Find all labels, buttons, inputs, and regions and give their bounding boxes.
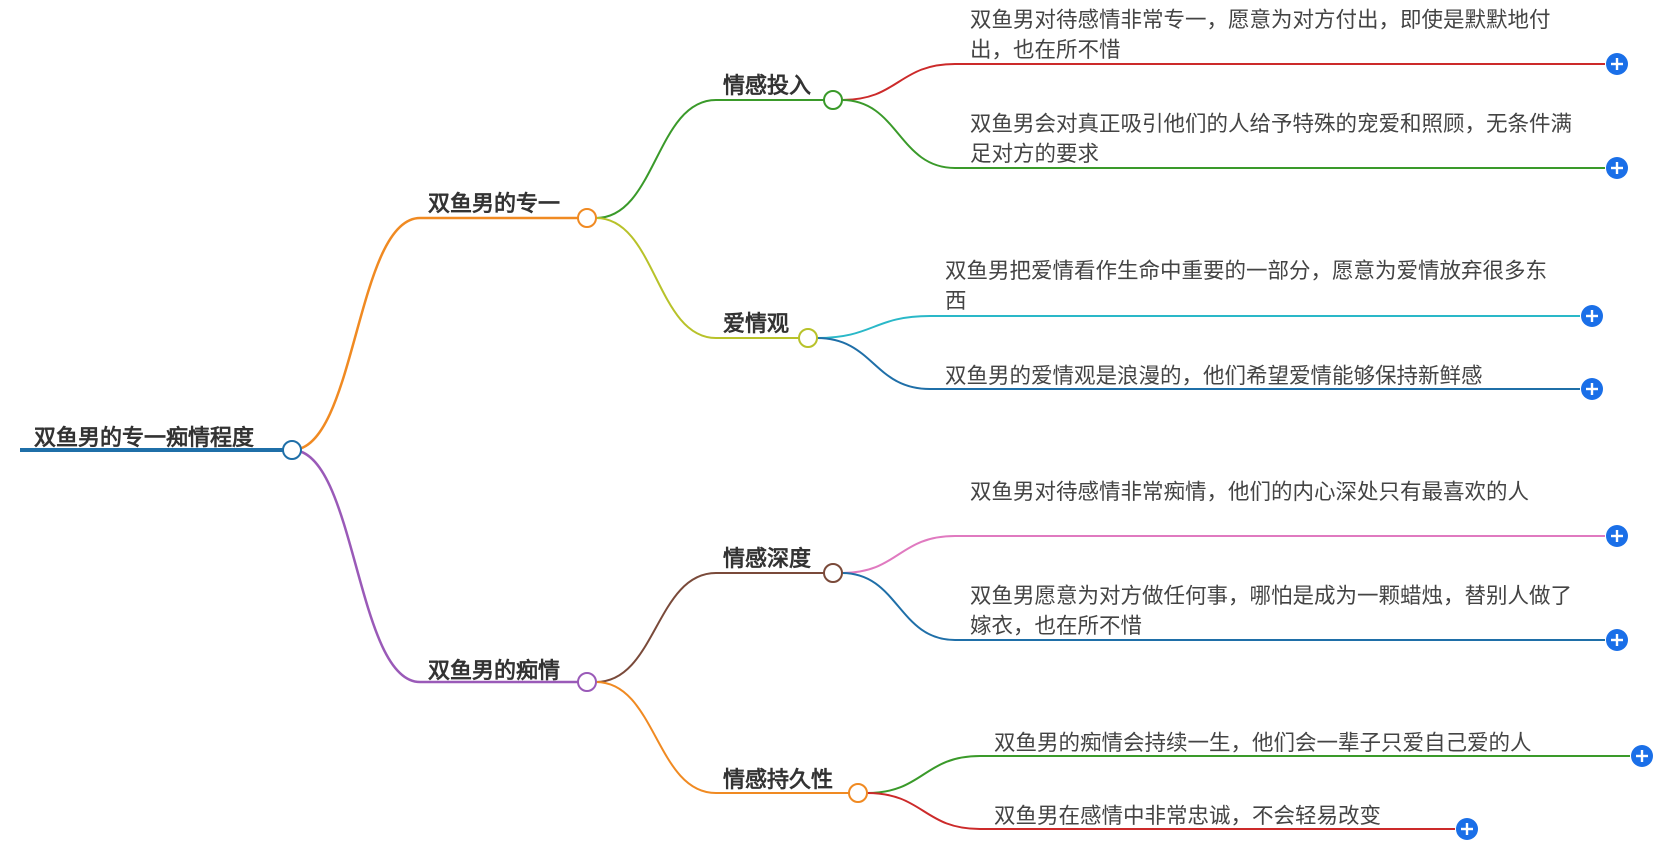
branch-handle[interactable] (577, 208, 597, 228)
subtopic-to-leaf-connector (841, 572, 956, 641)
subtopic-to-leaf-connector (866, 792, 981, 830)
root-handle[interactable] (282, 440, 302, 460)
subtopic-to-leaf-connector (841, 99, 956, 169)
leaf-text[interactable]: 双鱼男把爱情看作生命中重要的一部分，愿意为爱情放弃很多东西 (945, 259, 1548, 314)
subtopic-handle[interactable] (798, 328, 818, 348)
subtopic-to-leaf-connector (841, 535, 956, 574)
branch-handle[interactable] (577, 672, 597, 692)
subtopic-to-leaf-connector (866, 755, 981, 794)
root-topic[interactable]: 双鱼男的专一痴情程度 (34, 426, 255, 451)
root-to-branch-connector (291, 216, 421, 452)
leaf-text[interactable]: 双鱼男的痴情会持续一生，他们会一辈子只爱自己爱的人 (994, 731, 1532, 756)
leaf-text[interactable]: 双鱼男对待感情非常痴情，他们的内心深处只有最喜欢的人 (970, 480, 1530, 505)
leaf-text[interactable]: 双鱼男对待感情非常专一，愿意为对方付出，即使是默默地付出，也在所不惜 (970, 8, 1551, 63)
subtopic-handle[interactable] (823, 90, 843, 110)
branch-topic-focus[interactable]: 双鱼男的专一 (428, 192, 561, 217)
root-to-branch-connector (291, 448, 421, 684)
subtopic-view-of-love[interactable]: 爱情观 (723, 312, 790, 337)
subtopic-to-leaf-connector (816, 315, 931, 339)
branch-to-subtopic-connector (595, 681, 717, 794)
branch-to-subtopic-connector (595, 572, 717, 683)
leaf-text[interactable]: 双鱼男愿意为对方做任何事，哪怕是成为一颗蜡烛，替别人做了嫁衣，也在所不惜 (970, 584, 1573, 639)
subtopic-handle[interactable] (848, 783, 868, 803)
leaf-text[interactable]: 双鱼男会对真正吸引他们的人给予特殊的宠爱和照顾，无条件满足对方的要求 (970, 112, 1573, 167)
leaf-text[interactable]: 双鱼男在感情中非常忠诚，不会轻易改变 (994, 804, 1382, 829)
branch-topic-infatuation[interactable]: 双鱼男的痴情 (428, 659, 561, 684)
subtopic-emotional-persistence[interactable]: 情感持久性 (723, 768, 834, 793)
subtopic-to-leaf-connector (816, 337, 931, 390)
subtopic-emotional-investment[interactable]: 情感投入 (723, 74, 812, 99)
subtopic-emotional-depth[interactable]: 情感深度 (723, 547, 812, 572)
branch-to-subtopic-connector (595, 217, 717, 339)
branch-to-subtopic-connector (595, 99, 717, 219)
leaf-text[interactable]: 双鱼男的爱情观是浪漫的，他们希望爱情能够保持新鲜感 (945, 364, 1483, 389)
subtopic-handle[interactable] (823, 563, 843, 583)
subtopic-to-leaf-connector (841, 63, 956, 101)
